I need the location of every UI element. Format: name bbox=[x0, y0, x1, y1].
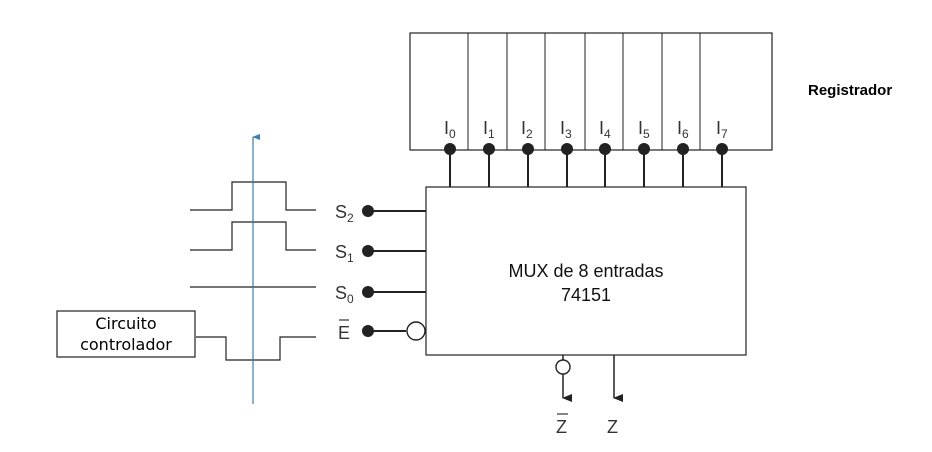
input-label-i6: I6 bbox=[677, 118, 689, 141]
input-pin-dot bbox=[677, 143, 689, 155]
input-pin-dot bbox=[483, 143, 495, 155]
input-pin-dot bbox=[716, 143, 728, 155]
waveform-s1 bbox=[190, 221, 316, 251]
mux-title: MUX de 8 entradas bbox=[508, 261, 663, 281]
enable-letter: E bbox=[338, 323, 350, 343]
controller-label-line1: Circuito bbox=[95, 314, 156, 333]
input-pin-dot bbox=[522, 143, 534, 155]
select-wires bbox=[368, 210, 426, 332]
input-pins bbox=[444, 143, 728, 155]
input-label-i4: I4 bbox=[599, 118, 611, 141]
enable-pin-dot bbox=[362, 325, 374, 337]
select-label-s1: S1 bbox=[335, 242, 354, 265]
input-label-i1: I1 bbox=[483, 118, 495, 141]
input-label-i2: I2 bbox=[521, 118, 533, 141]
controller-outline bbox=[56, 310, 196, 358]
select-pins bbox=[362, 205, 374, 337]
output-label-zbar: Z bbox=[556, 417, 567, 437]
input-label-i5: I5 bbox=[638, 118, 650, 141]
outputs: Z Z bbox=[555, 355, 623, 437]
register bbox=[409, 32, 773, 151]
controller-box: Circuito controlador bbox=[56, 310, 196, 358]
mux-part-number: 74151 bbox=[561, 285, 611, 305]
input-pin-dot bbox=[599, 143, 611, 155]
waveform-enable bbox=[196, 336, 316, 361]
input-label-i3: I3 bbox=[560, 118, 572, 141]
register-label: Registrador bbox=[808, 82, 892, 99]
select-pin-dot bbox=[362, 245, 374, 257]
register-outline bbox=[409, 32, 773, 151]
mux-block bbox=[425, 186, 747, 356]
input-labels: I0 I1 I2 I3 I4 I5 I6 I7 bbox=[444, 118, 728, 141]
waveform-s2 bbox=[190, 181, 316, 211]
select-pin-dot bbox=[362, 205, 374, 217]
enable-label: E bbox=[338, 319, 350, 343]
zbar-inversion-bubble bbox=[555, 359, 571, 375]
input-pin-dot bbox=[638, 143, 650, 155]
input-label-i0: I0 bbox=[444, 118, 456, 141]
input-label-i7: I7 bbox=[716, 118, 728, 141]
enable-inversion-bubble bbox=[406, 321, 426, 341]
select-pin-dot bbox=[362, 286, 374, 298]
output-label-z: Z bbox=[607, 417, 618, 437]
select-label-s2: S2 bbox=[335, 202, 354, 225]
controller-label-line2: controlador bbox=[80, 335, 172, 354]
input-pin-dot bbox=[444, 143, 456, 155]
input-wires bbox=[449, 149, 723, 187]
select-label-s0: S0 bbox=[335, 283, 354, 306]
input-pin-dot bbox=[561, 143, 573, 155]
